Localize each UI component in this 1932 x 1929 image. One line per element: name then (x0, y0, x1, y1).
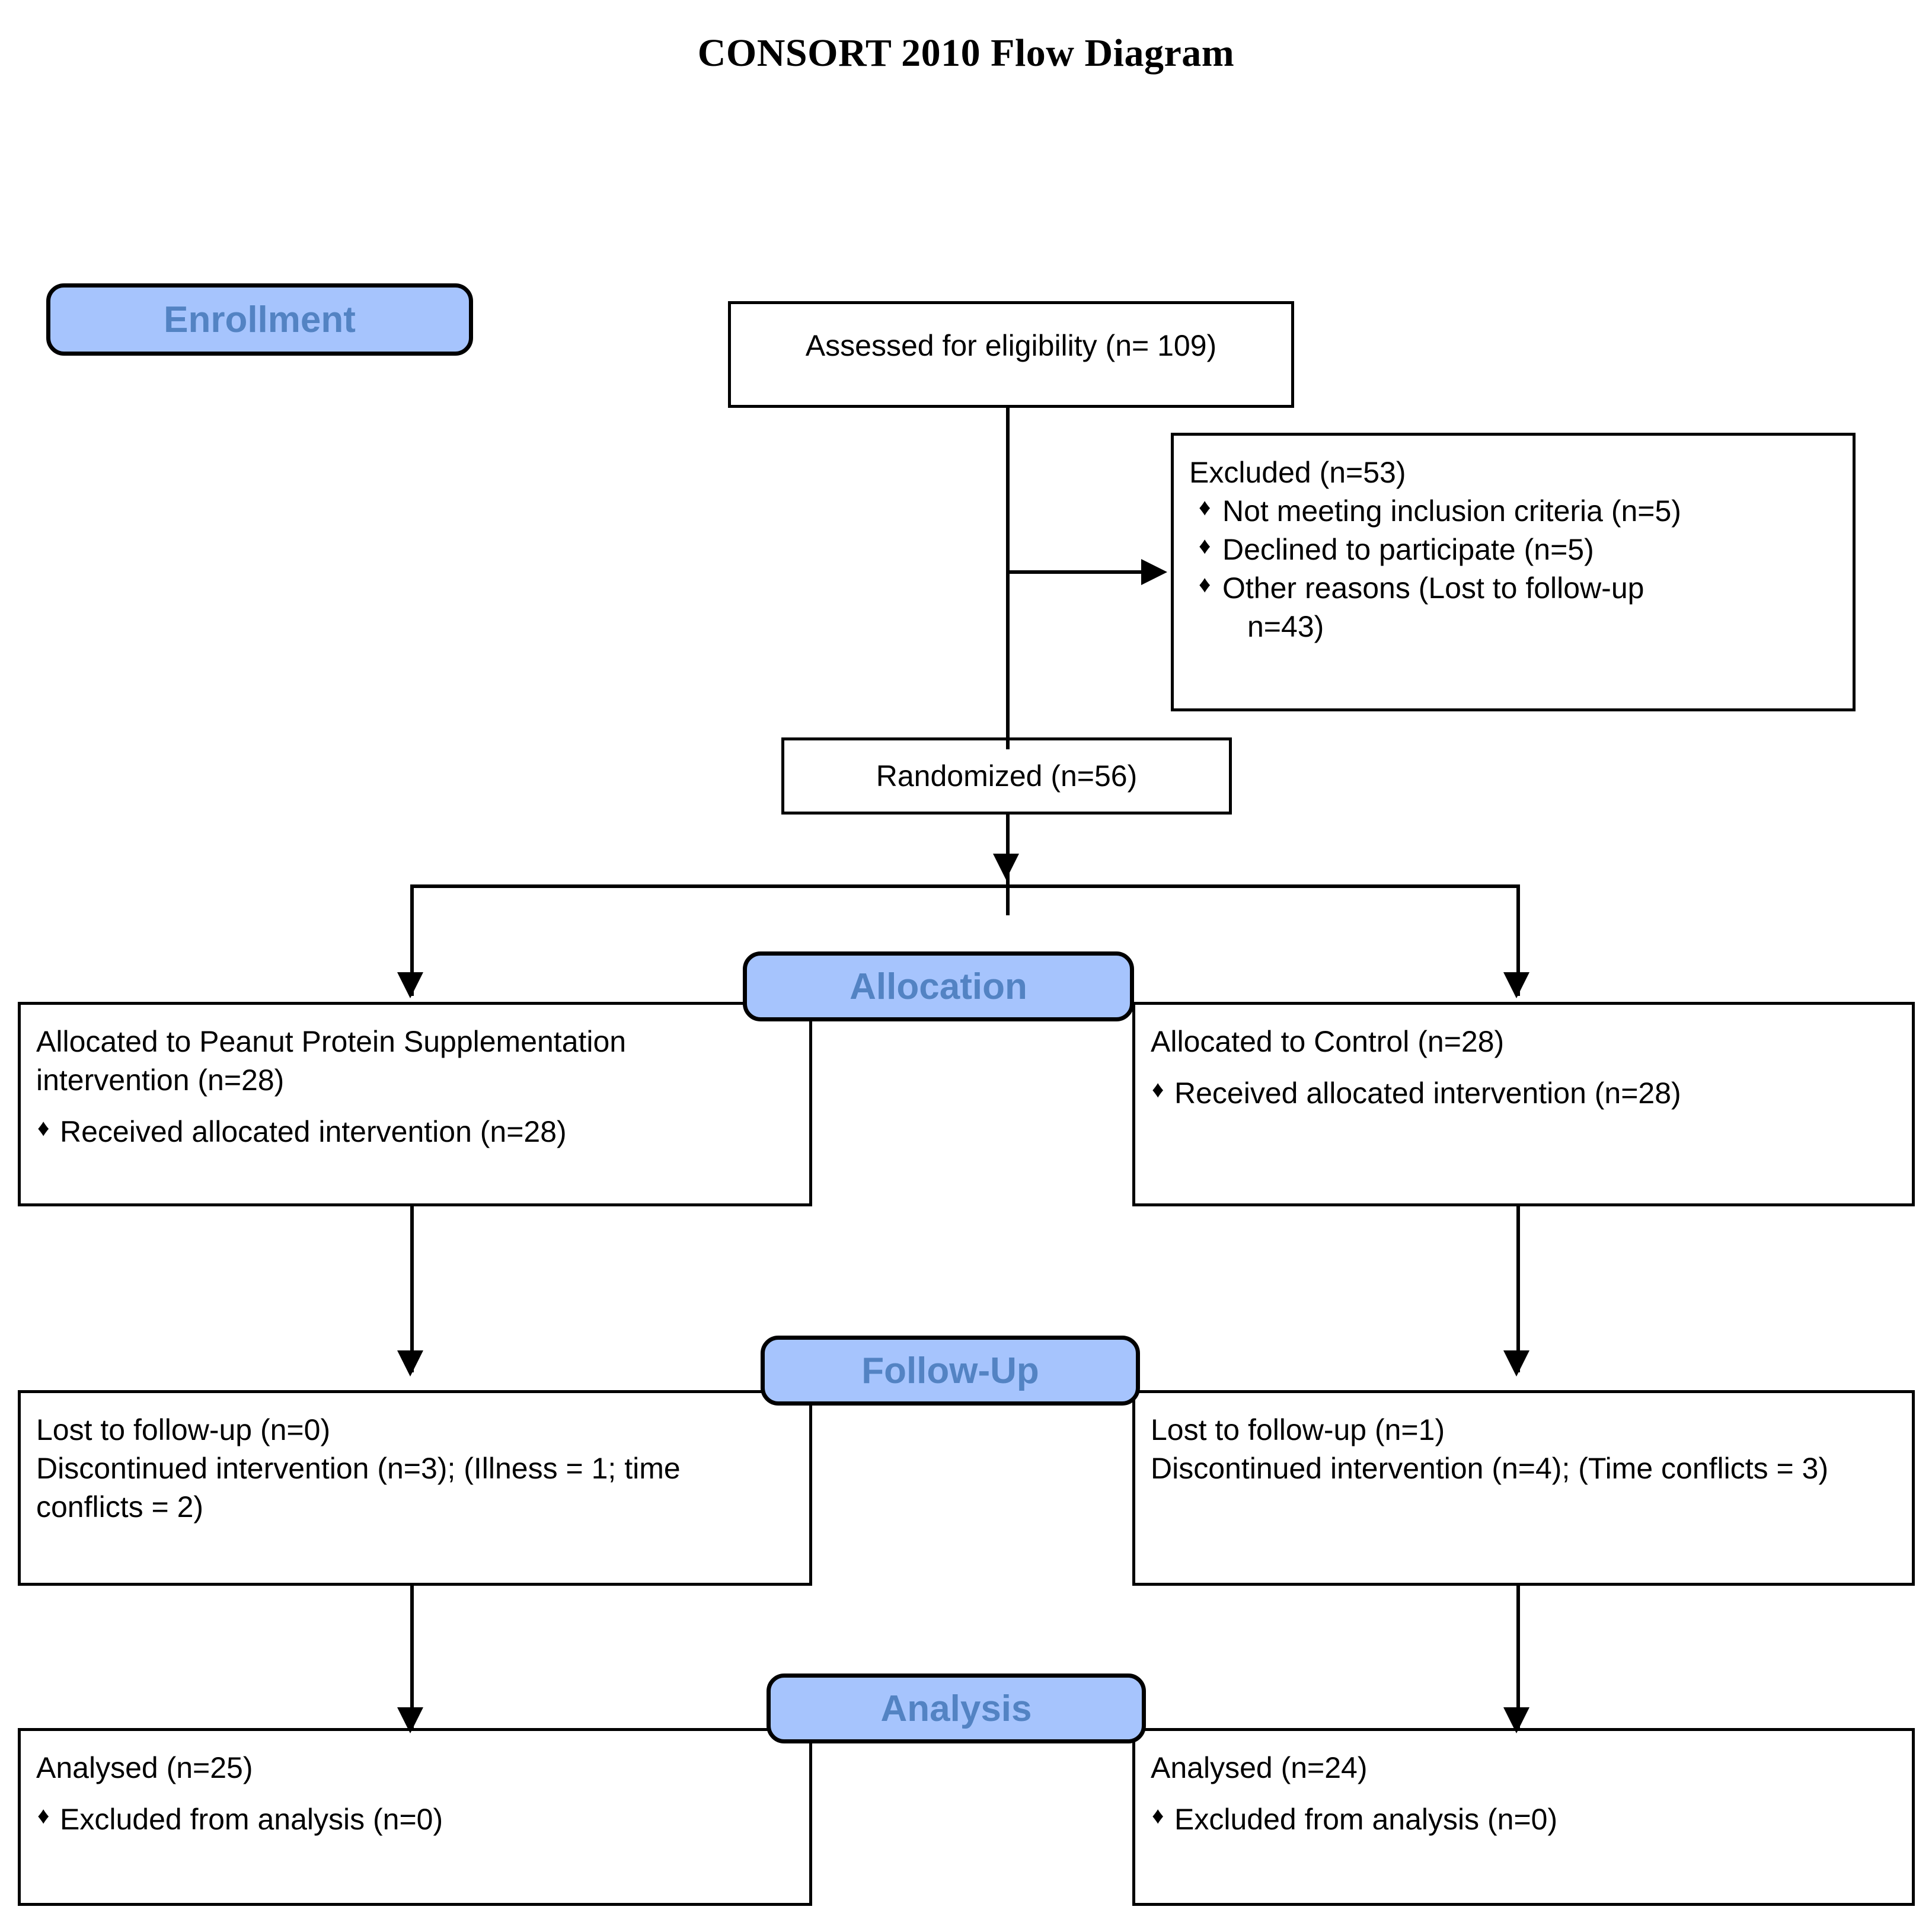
alloc-right-list: ♦ Received allocated intervention (n=28) (1151, 1074, 1896, 1113)
node-followup-control: Lost to follow-up (n=1) Discontinued int… (1132, 1390, 1915, 1586)
diamond-bullet-icon: ♦ (1199, 571, 1211, 598)
node-analysis-intervention: Analysed (n=25) ♦ Excluded from analysis… (18, 1728, 812, 1906)
stage-badge-allocation-label: Allocation (850, 966, 1027, 1007)
alloc-left-line2: intervention (n=28) (36, 1063, 285, 1097)
follow-left-line1: Lost to follow-up (n=0) (36, 1413, 331, 1446)
page-title: CONSORT 2010 Flow Diagram (697, 31, 1235, 75)
stage-badge-enrollment-label: Enrollment (164, 299, 356, 340)
connector-follow-right-to-analysis-right (1516, 1586, 1520, 1731)
follow-right-line2: Discontinued intervention (n=4); (Time c… (1151, 1452, 1829, 1485)
list-item: ♦ Not meeting inclusion criteria (n=5) (1189, 492, 1837, 531)
alloc-left-list: ♦ Received allocated intervention (n=28) (36, 1113, 794, 1151)
node-allocated-control: Allocated to Control (n=28) ♦ Received a… (1132, 1002, 1915, 1206)
node-assessed-for-eligibility: Assessed for eligibility (n= 109) (728, 301, 1294, 408)
list-item: ♦ Excluded from analysis (n=0) (1151, 1800, 1896, 1839)
connector-alloc-right-to-follow-right (1516, 1206, 1520, 1372)
arrowhead-randomized-split-icon (993, 854, 1019, 880)
follow-right-line1: Lost to follow-up (n=1) (1151, 1413, 1445, 1446)
analysis-right-list: ♦ Excluded from analysis (n=0) (1151, 1800, 1896, 1839)
arrowhead-follow-right-icon (1503, 1350, 1529, 1377)
analysis-left-line1: Analysed (n=25) (36, 1751, 253, 1784)
connector-alloc-left-to-follow-left (410, 1206, 414, 1372)
connector-assessed-to-randomized (1006, 408, 1010, 749)
assessed-label: Assessed for eligibility (n= 109) (805, 329, 1217, 362)
connector-split-to-alloc-right (1516, 884, 1520, 996)
analysis-right-line1: Analysed (n=24) (1151, 1751, 1368, 1784)
list-item: ♦ Received allocated intervention (n=28) (1151, 1074, 1896, 1113)
stage-badge-followup: Follow-Up (761, 1336, 1140, 1406)
connector-assessed-to-excluded (1006, 570, 1142, 574)
connector-follow-left-to-analysis-left (410, 1586, 414, 1731)
diamond-bullet-icon: ♦ (1199, 533, 1211, 559)
stage-badge-followup-label: Follow-Up (861, 1350, 1039, 1391)
list-item: ♦ Declined to participate (n=5) (1189, 531, 1837, 569)
stage-badge-analysis: Analysis (767, 1673, 1146, 1743)
arrowhead-analysis-left-icon (397, 1707, 423, 1733)
stage-badge-allocation: Allocation (743, 951, 1134, 1021)
arrowhead-to-excluded-icon (1141, 559, 1167, 585)
alloc-left-item-0: Received allocated intervention (n=28) (60, 1115, 567, 1148)
analysis-left-list: ♦ Excluded from analysis (n=0) (36, 1800, 794, 1839)
arrowhead-analysis-right-icon (1503, 1707, 1529, 1733)
diamond-bullet-icon: ♦ (37, 1803, 50, 1829)
node-allocated-intervention: Allocated to Peanut Protein Supplementat… (18, 1002, 812, 1206)
excluded-item-0: Not meeting inclusion criteria (n=5) (1222, 494, 1681, 528)
node-randomized: Randomized (n=56) (781, 737, 1232, 815)
arrowhead-alloc-left-icon (397, 972, 423, 998)
excluded-item-2-continuation: n=43) (1247, 610, 1324, 643)
node-analysis-control: Analysed (n=24) ♦ Excluded from analysis… (1132, 1728, 1915, 1906)
node-excluded: Excluded (n=53) ♦ Not meeting inclusion … (1171, 433, 1856, 711)
diamond-bullet-icon: ♦ (1152, 1803, 1164, 1829)
diamond-bullet-icon: ♦ (1199, 494, 1211, 520)
excluded-item-2: Other reasons (Lost to follow-up (1222, 571, 1644, 605)
excluded-list: ♦ Not meeting inclusion criteria (n=5) ♦… (1189, 492, 1837, 646)
stage-badge-enrollment: Enrollment (46, 283, 473, 356)
analysis-right-item-0: Excluded from analysis (n=0) (1174, 1803, 1558, 1836)
stage-badge-analysis-label: Analysis (880, 1688, 1032, 1729)
excluded-item-1: Declined to participate (n=5) (1222, 533, 1594, 566)
connector-allocation-split-bar (410, 884, 1520, 888)
list-item: ♦ Excluded from analysis (n=0) (36, 1800, 794, 1839)
follow-left-line2: Discontinued intervention (n=3); (Illnes… (36, 1452, 681, 1524)
connector-split-to-alloc-left (410, 884, 414, 996)
diamond-bullet-icon: ♦ (37, 1115, 50, 1141)
alloc-left-line1: Allocated to Peanut Protein Supplementat… (36, 1025, 627, 1058)
analysis-left-item-0: Excluded from analysis (n=0) (60, 1803, 443, 1836)
diamond-bullet-icon: ♦ (1152, 1077, 1164, 1103)
list-item: ♦ Received allocated intervention (n=28) (36, 1113, 794, 1151)
list-item: ♦ Other reasons (Lost to follow-up n=43) (1189, 569, 1837, 646)
excluded-heading: Excluded (n=53) (1189, 456, 1406, 489)
alloc-right-line1: Allocated to Control (n=28) (1151, 1025, 1505, 1058)
arrowhead-follow-left-icon (397, 1350, 423, 1377)
arrowhead-alloc-right-icon (1503, 972, 1529, 998)
node-followup-intervention: Lost to follow-up (n=0) Discontinued int… (18, 1390, 812, 1586)
randomized-label: Randomized (n=56) (876, 759, 1138, 793)
alloc-right-item-0: Received allocated intervention (n=28) (1174, 1077, 1681, 1110)
